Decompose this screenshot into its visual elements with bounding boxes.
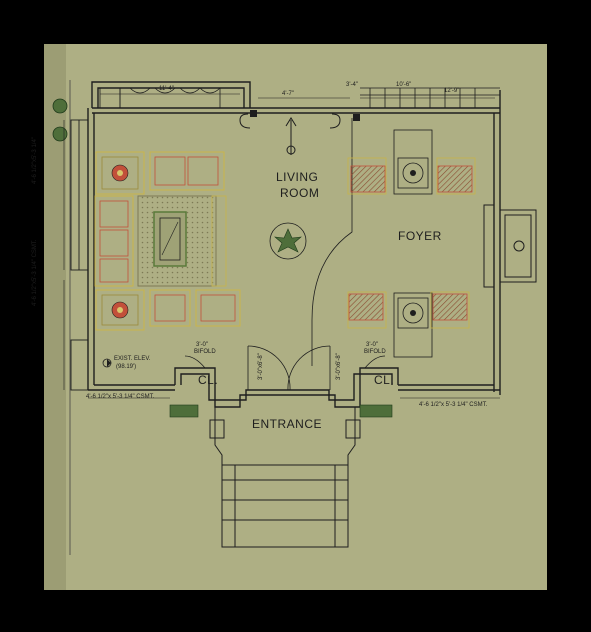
top-window xyxy=(99,87,221,109)
entrance-doors xyxy=(184,345,386,391)
exist-elev-value: (98.19') xyxy=(116,364,137,370)
sheet-edge xyxy=(44,44,66,590)
dim-left-window-upper: 4'-6 1/2"x5'-3 1/4" xyxy=(32,137,38,184)
entrance-steps xyxy=(221,464,349,548)
foyer-label: FOYER xyxy=(398,229,442,243)
door-left-size: 3'-0"x6'-8" xyxy=(258,353,264,380)
dim-top-right: 3'-4" xyxy=(346,82,358,88)
entrance-porch xyxy=(209,407,361,466)
closet-right-label: CL. xyxy=(374,373,395,387)
bifold-left-label: BIFOLD xyxy=(194,349,216,355)
dimension-lines xyxy=(63,93,500,399)
drawing-sheet: LIVING ROOM FOYER ENTRANCE CL. CL. 11'-4… xyxy=(32,44,547,590)
bifold-left-size: 3'-0" xyxy=(196,342,208,348)
dim-bottom-left-window: 4'-6 1/2"x 5'-3 1/4" CSMT. xyxy=(86,394,155,400)
dim-top-far-right-b: 12'-9" xyxy=(444,88,460,94)
exist-elev-label: EXIST. ELEV. xyxy=(114,356,151,362)
closet-left-label: CL. xyxy=(198,373,219,387)
bifold-right-size: 3'-0" xyxy=(366,342,378,348)
floor-plan xyxy=(44,44,537,590)
fireplace xyxy=(483,204,537,288)
plant-icon xyxy=(269,222,307,260)
dim-top-width: 11'-4" xyxy=(159,86,174,92)
arch-opening xyxy=(239,113,341,155)
elevation-marker xyxy=(102,358,112,368)
living-room-label-line1: LIVING xyxy=(276,170,319,184)
entrance-label: ENTRANCE xyxy=(252,417,323,431)
left-wall-window xyxy=(70,119,89,391)
dim-bottom-right-window: 4'-6 1/2"x 5'-3 1/4" CSMT. xyxy=(419,402,488,408)
dim-top-center: 4'-7" xyxy=(282,91,294,97)
shrub-left-upper xyxy=(52,98,68,142)
living-room-label-line2: ROOM xyxy=(280,186,320,200)
partition-line xyxy=(311,118,353,366)
shrub-left-entrance xyxy=(169,404,199,418)
dim-left-window-lower: 4'-6 1/2"x5'-3 1/4" CSMT. xyxy=(32,239,38,306)
door-right-size: 3'-0"x6'-8" xyxy=(336,353,342,380)
column-left xyxy=(250,110,257,117)
foyer-furniture xyxy=(347,129,476,358)
column-right xyxy=(353,114,360,121)
bifold-right-label: BIFOLD xyxy=(364,349,386,355)
living-room-furniture xyxy=(94,151,241,331)
dim-top-far-right: 10'-6" xyxy=(396,82,412,88)
shrub-right-entrance xyxy=(359,404,393,418)
